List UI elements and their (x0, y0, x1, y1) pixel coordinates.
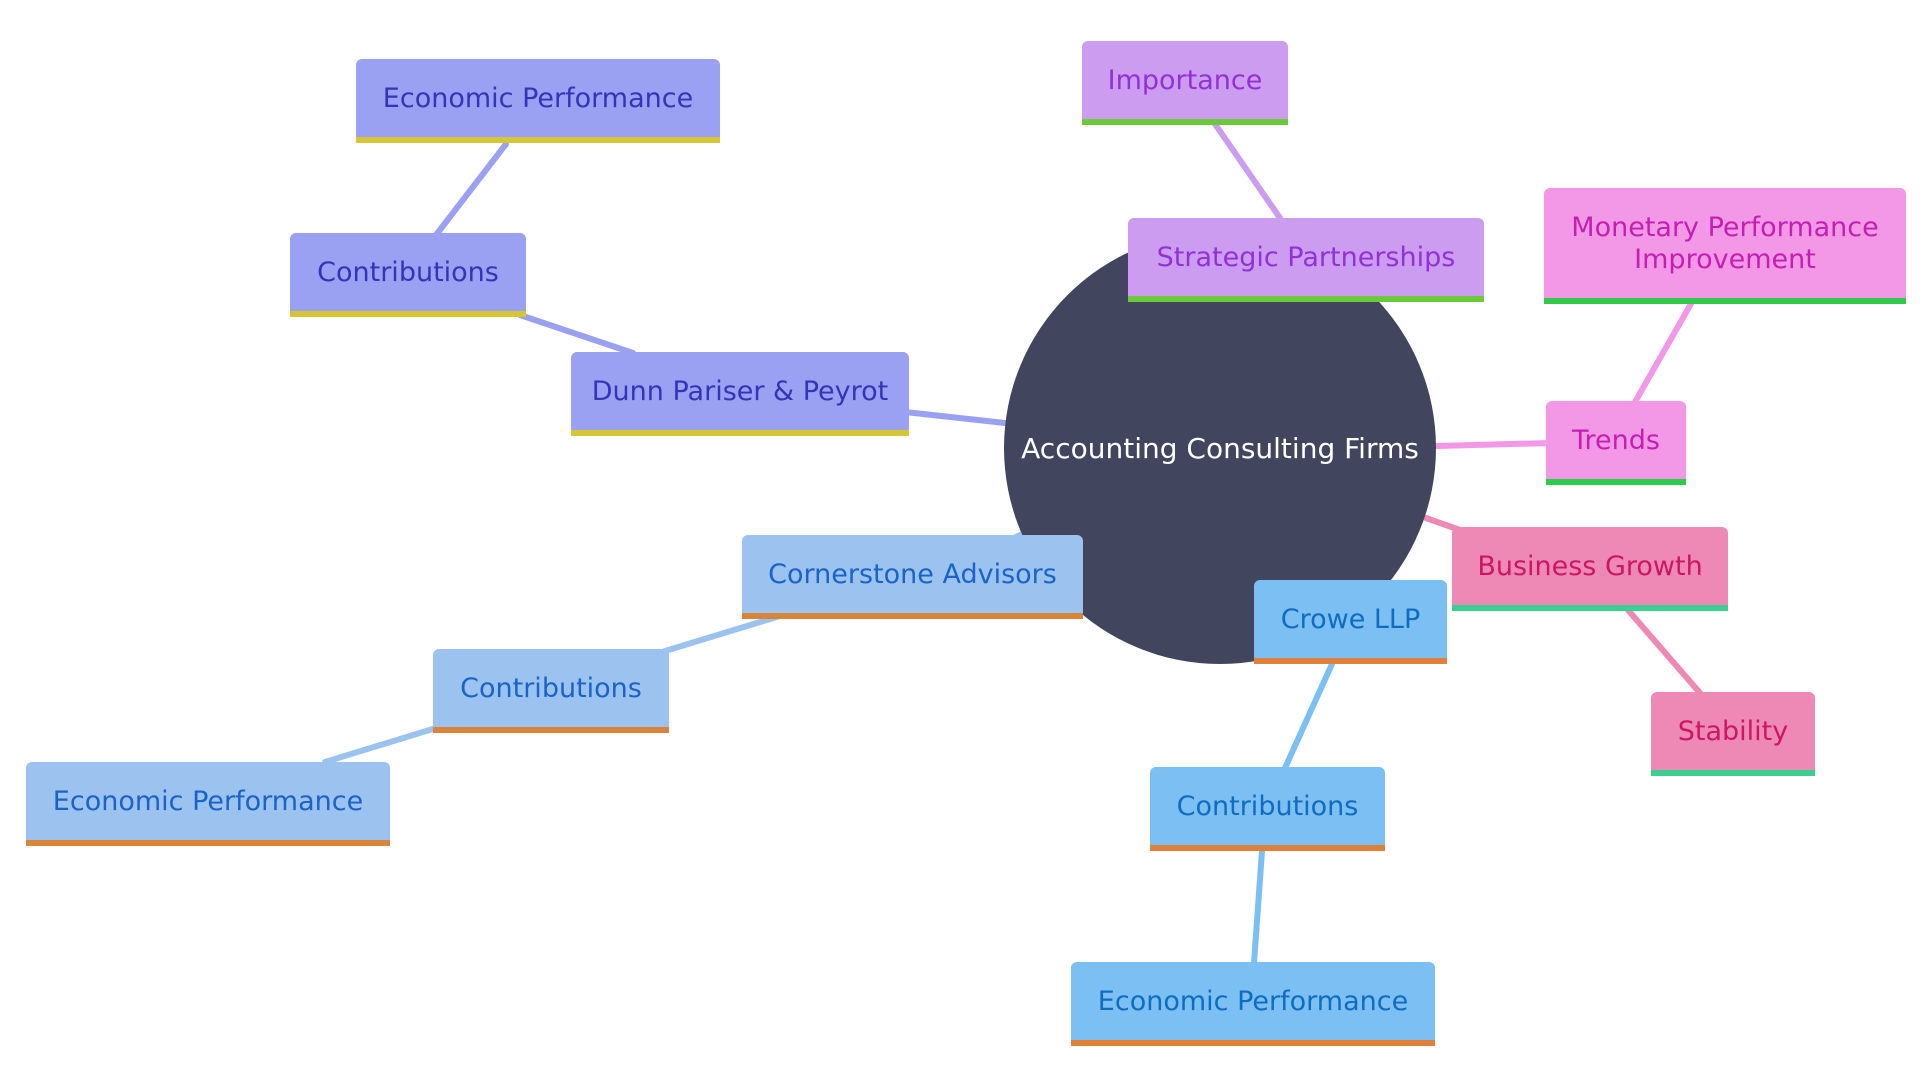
node-label: Contributions (317, 257, 499, 288)
node-label: Crowe LLP (1281, 604, 1421, 635)
node-box (1546, 401, 1686, 485)
node-label: Trends (1571, 425, 1660, 456)
node-box (1071, 962, 1435, 1046)
node-label-line: Contributions (1177, 791, 1359, 822)
edge-growth (1423, 515, 1463, 533)
node-underline (1082, 119, 1288, 125)
node-label-line: Contributions (460, 673, 642, 704)
node-underline (356, 137, 720, 143)
node-dunn[interactable]: Dunn Pariser & Peyrot (571, 352, 909, 436)
node-label: Economic Performance (383, 83, 693, 114)
nodes-layer: Dunn Pariser & PeyrotContributionsEconom… (26, 41, 1906, 1046)
node-label: Importance (1108, 65, 1263, 96)
node-box (1254, 580, 1447, 664)
node-label-line: Economic Performance (383, 83, 693, 114)
node-box (1128, 218, 1484, 302)
node-crowe-econ[interactable]: Economic Performance (1071, 962, 1435, 1046)
node-underline (1254, 658, 1447, 664)
node-label: Stability (1678, 716, 1789, 747)
node-label: Strategic Partnerships (1157, 242, 1456, 273)
node-underline (1544, 298, 1906, 304)
node-label-line: Trends (1571, 425, 1660, 456)
node-label: Cornerstone Advisors (768, 559, 1057, 590)
node-label-line: Stability (1678, 716, 1789, 747)
edge-strat-imp (1212, 121, 1283, 221)
node-label-line: Crowe LLP (1281, 604, 1421, 635)
node-underline (26, 840, 390, 846)
node-dunn-contrib[interactable]: Contributions (290, 233, 526, 317)
node-crowe[interactable]: Crowe LLP (1254, 580, 1447, 664)
node-label-line: Strategic Partnerships (1157, 242, 1456, 273)
root-layer: Accounting Consulting Firms (1004, 232, 1436, 664)
node-box (1082, 41, 1288, 125)
node-strat[interactable]: Strategic Partnerships (1128, 218, 1484, 302)
node-box (1452, 527, 1728, 611)
node-corner[interactable]: Cornerstone Advisors (742, 535, 1083, 619)
node-label-line: Contributions (317, 257, 499, 288)
edge-trends (1434, 440, 1553, 449)
node-box (356, 59, 720, 143)
root-node (1004, 232, 1436, 664)
edge-dunn-contrib (517, 312, 636, 356)
node-underline (433, 727, 669, 733)
node-label-line: Dunn Pariser & Peyrot (592, 376, 888, 407)
node-box (1544, 188, 1906, 304)
edge-dunn (902, 409, 1008, 426)
node-label: Business Growth (1477, 551, 1702, 582)
node-box (571, 352, 909, 436)
node-label: Economic Performance (53, 786, 363, 817)
node-label-line: Economic Performance (1098, 986, 1408, 1017)
edge-growth-stab (1625, 607, 1703, 696)
node-label-line: Business Growth (1477, 551, 1702, 582)
edge-dunn-econ (433, 141, 509, 238)
edge-corner-contrib (662, 613, 783, 654)
node-label: Economic Performance (1098, 986, 1408, 1017)
node-box (433, 649, 669, 733)
node-underline (290, 311, 526, 317)
node-underline (1651, 770, 1815, 776)
root-label: Accounting Consulting Firms (1021, 432, 1419, 465)
node-box (1651, 692, 1815, 776)
node-label-line: Improvement (1634, 244, 1816, 275)
node-underline (1150, 845, 1385, 851)
node-underline (1071, 1040, 1435, 1046)
node-underline (1128, 296, 1484, 302)
edge-trends-mon (1632, 299, 1695, 405)
node-growth[interactable]: Business Growth (1452, 527, 1728, 611)
node-label-line: Importance (1108, 65, 1263, 96)
node-box (1150, 767, 1385, 851)
node-underline (742, 613, 1083, 619)
node-dunn-econ[interactable]: Economic Performance (356, 59, 720, 143)
edge-crowe-econ (1251, 848, 1265, 966)
node-underline (1546, 479, 1686, 485)
node-label-line: Cornerstone Advisors (768, 559, 1057, 590)
node-corner-econ[interactable]: Economic Performance (26, 762, 390, 846)
edge-crowe-contrib (1282, 661, 1335, 771)
node-trends[interactable]: Trends (1546, 401, 1686, 485)
node-corner-contrib[interactable]: Contributions (433, 649, 669, 733)
node-growth-stab[interactable]: Stability (1651, 692, 1815, 776)
node-label: Contributions (1177, 791, 1359, 822)
edge-corner-econ (322, 725, 439, 765)
node-underline (571, 430, 909, 436)
node-underline (1452, 605, 1728, 611)
node-label-line: Monetary Performance (1571, 212, 1878, 243)
node-crowe-contrib[interactable]: Contributions (1150, 767, 1385, 851)
node-box (290, 233, 526, 317)
node-label: Contributions (460, 673, 642, 704)
node-label-line: Economic Performance (53, 786, 363, 817)
node-strat-imp[interactable]: Importance (1082, 41, 1288, 125)
node-box (742, 535, 1083, 619)
node-box (26, 762, 390, 846)
node-label: Dunn Pariser & Peyrot (592, 376, 888, 407)
